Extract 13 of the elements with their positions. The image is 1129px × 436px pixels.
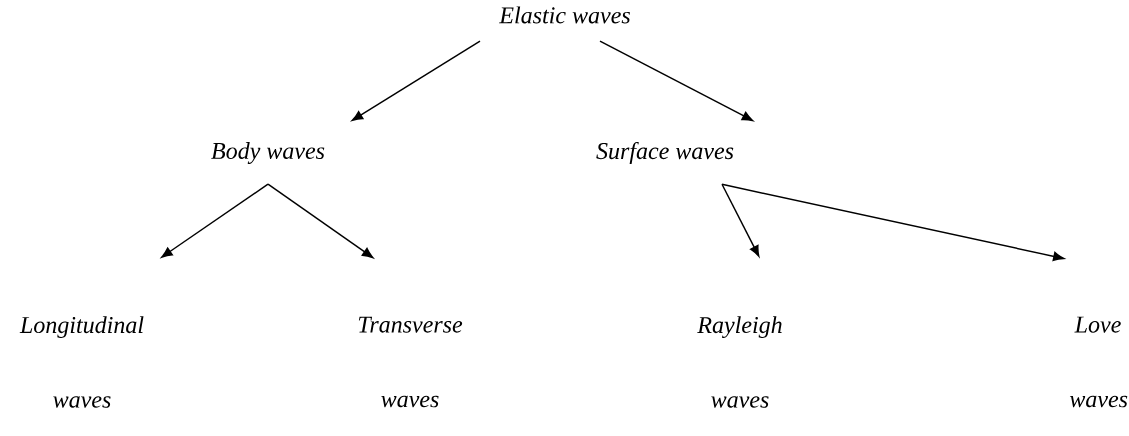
arrow [721,183,1065,262]
node-label: Surface waves [596,142,734,164]
node-label: Transverse waves [358,316,463,408]
node-label: Elastic waves [499,6,630,24]
arrow [267,183,374,259]
arrow [161,183,269,258]
node-label: Love waves [1069,316,1128,408]
arrow [721,183,760,257]
node-label: Body waves [211,142,325,164]
node-label: Longitudinal waves [19,316,144,408]
node-label: Rayleigh waves [697,316,782,408]
arrow [351,40,481,122]
arrow [599,40,754,122]
